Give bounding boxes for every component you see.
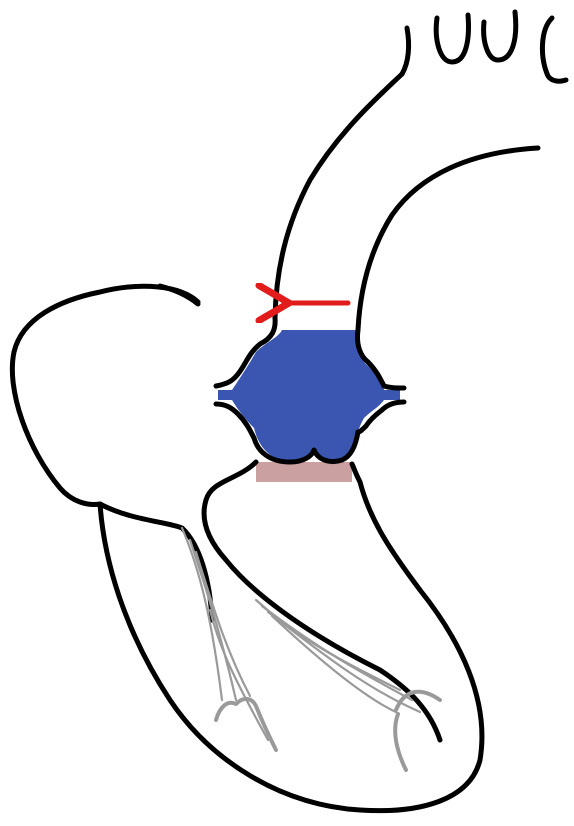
ascending-aorta bbox=[275, 74, 538, 330]
valve-implant bbox=[218, 330, 400, 461]
heart-chambers bbox=[12, 286, 482, 810]
chordae-tendineae bbox=[182, 528, 420, 740]
papillary-muscles bbox=[216, 692, 440, 770]
lvot-shading bbox=[256, 462, 352, 482]
arch-branch-vessels bbox=[402, 12, 566, 81]
